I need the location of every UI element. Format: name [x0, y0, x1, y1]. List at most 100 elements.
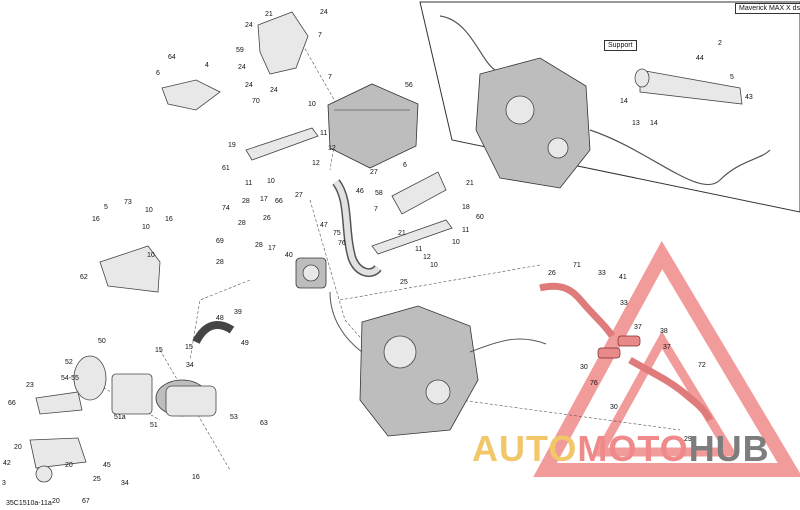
callout-69: 69: [216, 238, 224, 245]
callout-16: 16: [192, 474, 200, 481]
inset-air-duct: [634, 68, 743, 105]
callout-5: 5: [730, 74, 734, 81]
reference-code: 35C1510a-11a: [6, 500, 52, 507]
callout-42: 42: [3, 460, 11, 467]
callout-2: 2: [718, 40, 722, 47]
callout-10: 10: [145, 207, 153, 214]
callout-28: 28: [238, 220, 246, 227]
callout-28: 28: [242, 198, 250, 205]
coolant-hose-upper: [539, 282, 616, 338]
callout-27: 27: [295, 192, 303, 199]
callout-10: 10: [308, 101, 316, 108]
callout-6: 6: [403, 162, 407, 169]
callout-41: 41: [619, 274, 627, 281]
callout-73: 73: [124, 199, 132, 206]
callout-11: 11: [462, 227, 469, 234]
callout-12: 12: [423, 254, 431, 261]
callout-46: 46: [356, 188, 364, 195]
callout-45: 45: [103, 462, 111, 469]
callout-14: 14: [620, 98, 628, 105]
lower-bracket: [35, 391, 83, 415]
watermark-part-1: AUTO: [472, 428, 578, 469]
throttle-body: [295, 257, 327, 289]
watermark-part-2: MOTO: [577, 428, 689, 469]
callout-34: 34: [186, 362, 194, 369]
intake-boot: [192, 321, 235, 344]
callout-18: 18: [462, 204, 470, 211]
model-label: Maverick MAX X ds: [735, 3, 800, 14]
callout-49: 49: [241, 340, 249, 347]
callout-71: 71: [573, 262, 581, 269]
engine-inset: [475, 57, 591, 189]
callout-13: 13: [632, 120, 640, 127]
callout-67: 67: [82, 498, 90, 505]
callout-33: 33: [620, 300, 628, 307]
callout-62: 62: [80, 274, 88, 281]
callout-29: 29: [684, 436, 692, 443]
callout-26: 26: [263, 215, 271, 222]
watermark-text: AUTOMOTOHUB: [472, 428, 770, 470]
callout-20: 20: [52, 498, 60, 505]
callout-53: 53: [230, 414, 238, 421]
callout-24: 24: [270, 87, 278, 94]
callout-11: 11: [245, 180, 252, 187]
callout-7: 7: [328, 74, 332, 81]
callout-21: 21: [466, 180, 474, 187]
callout-12: 12: [312, 160, 320, 167]
callout-24: 24: [245, 22, 253, 29]
callout-30: 30: [580, 364, 588, 371]
callout-40: 40: [285, 252, 293, 259]
callout-10: 10: [430, 262, 438, 269]
callout-61: 61: [222, 165, 230, 172]
callout-75: 75: [333, 230, 341, 237]
air-filter-housing: [73, 355, 217, 417]
callout-76: 76: [338, 240, 346, 247]
callout-30: 30: [610, 404, 618, 411]
callout-10: 10: [452, 239, 460, 246]
callout-17: 17: [260, 196, 268, 203]
callout-28: 28: [216, 259, 224, 266]
callout-34: 34: [121, 480, 129, 487]
callout-19: 19: [228, 142, 236, 149]
callout-76: 76: [590, 380, 598, 387]
callout-37: 37: [634, 324, 642, 331]
callout-66: 66: [8, 400, 16, 407]
callout-59: 59: [236, 47, 244, 54]
callout-20: 20: [65, 462, 73, 469]
callout-24: 24: [320, 9, 328, 16]
callout-72: 72: [698, 362, 706, 369]
callout-5: 5: [104, 204, 108, 211]
inset-panel: [419, 1, 800, 213]
callout-21: 21: [398, 230, 406, 237]
callout-50: 50: [98, 338, 106, 345]
gasket-ring: [35, 465, 53, 483]
callout-15: 15: [155, 347, 163, 354]
callout-10: 10: [147, 252, 155, 259]
callout-12: 12: [328, 145, 336, 152]
callout-17: 17: [268, 245, 276, 252]
watermark-logo: [533, 240, 800, 477]
callout-60: 60: [476, 214, 484, 221]
callout-26: 26: [548, 270, 556, 277]
callout-23: 23: [26, 382, 34, 389]
clamp-bracket: [29, 437, 87, 469]
callout-24: 24: [245, 82, 253, 89]
callout-63: 63: [260, 420, 268, 427]
callout-20: 20: [14, 444, 22, 451]
callout-74: 74: [222, 205, 230, 212]
callout-11: 11: [415, 246, 422, 253]
callout-48: 48: [216, 315, 224, 322]
callout-10: 10: [142, 224, 150, 231]
callout-3: 3: [2, 480, 6, 487]
callout-16: 16: [92, 216, 100, 223]
watermark-part-3: HUB: [688, 428, 770, 469]
callout-11: 11: [320, 130, 327, 137]
callout-37: 37: [663, 344, 671, 351]
callout-27: 27: [370, 169, 378, 176]
callout-7: 7: [318, 32, 322, 39]
mounting-bracket: [161, 79, 221, 111]
side-bracket: [391, 171, 447, 215]
wire-harness: [329, 291, 547, 353]
callout-66: 66: [275, 198, 283, 205]
